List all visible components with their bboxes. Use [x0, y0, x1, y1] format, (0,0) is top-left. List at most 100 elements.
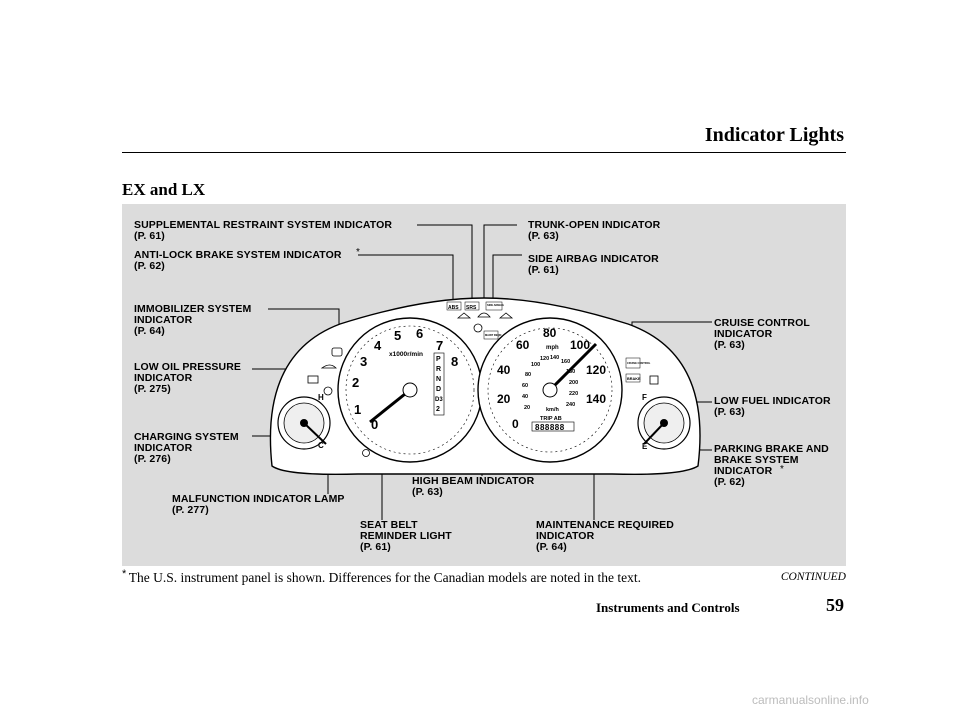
- tach-0: 0: [371, 417, 378, 432]
- speed-mph-numbers: 0 20 40 60 80 100 120 140: [497, 326, 606, 431]
- kmh-140: 140: [550, 355, 559, 361]
- label-charging: CHARGING SYSTEM INDICATOR (P. 276): [134, 431, 239, 465]
- instrument-panel-diagram: H C 0 1 2 3 4 5 6 7 8 x1000r/min P R N D: [122, 204, 846, 566]
- gear-2: 2: [436, 406, 440, 413]
- side-airbag-tag: SIDE AIRBAG: [487, 303, 504, 307]
- oil-can-icon: [320, 364, 337, 369]
- gear-r: R: [436, 366, 441, 373]
- indicator-tags: ABS SRS SIDE AIRBAG MAINT REQD CRUISE CO…: [446, 301, 651, 383]
- seatbelt-icon: [362, 449, 370, 457]
- gear-d3: D3: [435, 397, 443, 403]
- kmh-240: 240: [566, 402, 575, 408]
- fuel-full-label: F: [642, 393, 647, 402]
- brake-tag: BRAKE: [627, 377, 641, 381]
- label-trunk-open: TRUNK-OPEN INDICATOR (P. 63): [528, 219, 661, 242]
- odometer-digits: 888888: [535, 423, 565, 432]
- tach-8: 8: [451, 354, 458, 369]
- page-number: 59: [826, 595, 844, 615]
- leader-trunk: [483, 224, 517, 303]
- label-high-beam: HIGH BEAM INDICATOR (P. 63): [412, 475, 535, 498]
- check-engine-icon: [323, 386, 333, 396]
- kmh-unit: km/h: [546, 407, 559, 413]
- speed-kmh-numbers: 20 40 60 80 100 120 140 160 180 200 220 …: [522, 355, 578, 411]
- mph-120: 120: [586, 363, 606, 377]
- watermark: carmanualsonline.info: [752, 693, 869, 707]
- mph-unit: mph: [546, 345, 559, 351]
- mph-80: 80: [543, 326, 557, 340]
- label-mil: MALFUNCTION INDICATOR LAMP (P. 277): [172, 493, 345, 516]
- kmh-120: 120: [540, 356, 549, 362]
- kmh-200: 200: [569, 380, 578, 386]
- leader-abs: [358, 254, 454, 300]
- kmh-100: 100: [531, 362, 540, 368]
- trip-label: TRIP AB: [540, 416, 562, 422]
- tach-1: 1: [354, 402, 361, 417]
- tach-4: 4: [374, 338, 382, 353]
- srs-tag: SRS: [466, 305, 477, 311]
- odometer-window: [531, 421, 575, 432]
- battery-icon: [307, 375, 319, 384]
- temp-cold-label: C: [318, 441, 324, 450]
- label-srs: SUPPLEMENTAL RESTRAINT SYSTEM INDICATOR …: [134, 219, 393, 242]
- tachometer: [337, 317, 483, 463]
- kmh-180: 180: [566, 369, 575, 375]
- cruise-tag: CRUISE CONTROL: [627, 361, 651, 365]
- label-immobilizer: IMMOBILIZER SYSTEM INDICATOR (P. 64): [134, 303, 252, 337]
- gear-selector: P R N D D3 2: [433, 352, 445, 416]
- tach-5: 5: [394, 328, 401, 343]
- turn-left-icon: [456, 312, 472, 319]
- maint-tag: MAINT REQD: [485, 333, 502, 337]
- temperature-gauge: [277, 396, 331, 450]
- instrument-cluster-illustration: H C 0 1 2 3 4 5 6 7 8 x1000r/min P R N D: [252, 224, 712, 520]
- label-parking-brake: PARKING BRAKE AND BRAKE SYSTEM INDICATOR…: [714, 443, 829, 488]
- kmh-80: 80: [525, 372, 531, 378]
- label-abs-asterisk: *: [356, 247, 360, 258]
- high-beam-icon: [473, 323, 483, 333]
- trunk-open-icon: [477, 312, 491, 318]
- leader-srs: [417, 224, 473, 300]
- immobilizer-key-icon: [331, 347, 343, 357]
- speedometer: [477, 317, 623, 463]
- label-parking-asterisk: *: [780, 464, 784, 475]
- label-seatbelt: SEAT BELT REMINDER LIGHT (P. 61): [360, 519, 452, 553]
- tach-3: 3: [360, 354, 367, 369]
- label-low-fuel: LOW FUEL INDICATOR (P. 63): [714, 395, 831, 418]
- fuel-pump-icon: [649, 375, 659, 385]
- gear-d: D: [436, 386, 441, 393]
- turn-right-icon: [498, 312, 514, 319]
- tach-numbers: 0 1 2 3 4 5 6 7 8: [352, 326, 458, 432]
- label-maintenance: MAINTENANCE REQUIRED INDICATOR (P. 64): [536, 519, 674, 553]
- mph-100: 100: [570, 338, 590, 352]
- label-oil-pressure: LOW OIL PRESSURE INDICATOR (P. 275): [134, 361, 241, 395]
- gear-n: N: [436, 376, 441, 383]
- footer-section: Instruments and Controls: [596, 600, 740, 615]
- page-title: Indicator Lights: [704, 124, 844, 146]
- mph-0: 0: [512, 417, 519, 431]
- tach-7: 7: [436, 338, 443, 353]
- label-cruise-control: CRUISE CONTROL INDICATOR (P. 63): [714, 317, 810, 351]
- kmh-160: 160: [561, 359, 570, 365]
- kmh-220: 220: [569, 391, 578, 397]
- kmh-40: 40: [522, 394, 528, 400]
- fuel-gauge: [637, 396, 691, 450]
- fuel-empty-label: E: [642, 442, 648, 451]
- kmh-20: 20: [524, 405, 530, 411]
- tach-6: 6: [416, 326, 423, 341]
- mph-60: 60: [516, 338, 530, 352]
- label-abs: ANTI-LOCK BRAKE SYSTEM INDICATOR (P. 62): [134, 249, 342, 272]
- mph-140: 140: [586, 392, 606, 406]
- speed-needle: [548, 342, 598, 392]
- tach-needle: [369, 388, 411, 424]
- tach-2: 2: [352, 375, 359, 390]
- temp-hot-label: H: [318, 393, 324, 402]
- kmh-60: 60: [522, 383, 528, 389]
- indicator-lamps: [307, 312, 659, 457]
- mph-20: 20: [497, 392, 511, 406]
- gear-p: P: [436, 356, 441, 363]
- abs-tag: ABS: [448, 305, 459, 311]
- label-side-airbag: SIDE AIRBAG INDICATOR (P. 61): [528, 253, 659, 276]
- leader-sideairbag: [492, 254, 522, 303]
- title-rule: [122, 152, 846, 153]
- section-heading: EX and LX: [122, 180, 206, 199]
- continued-label: CONTINUED: [780, 571, 846, 583]
